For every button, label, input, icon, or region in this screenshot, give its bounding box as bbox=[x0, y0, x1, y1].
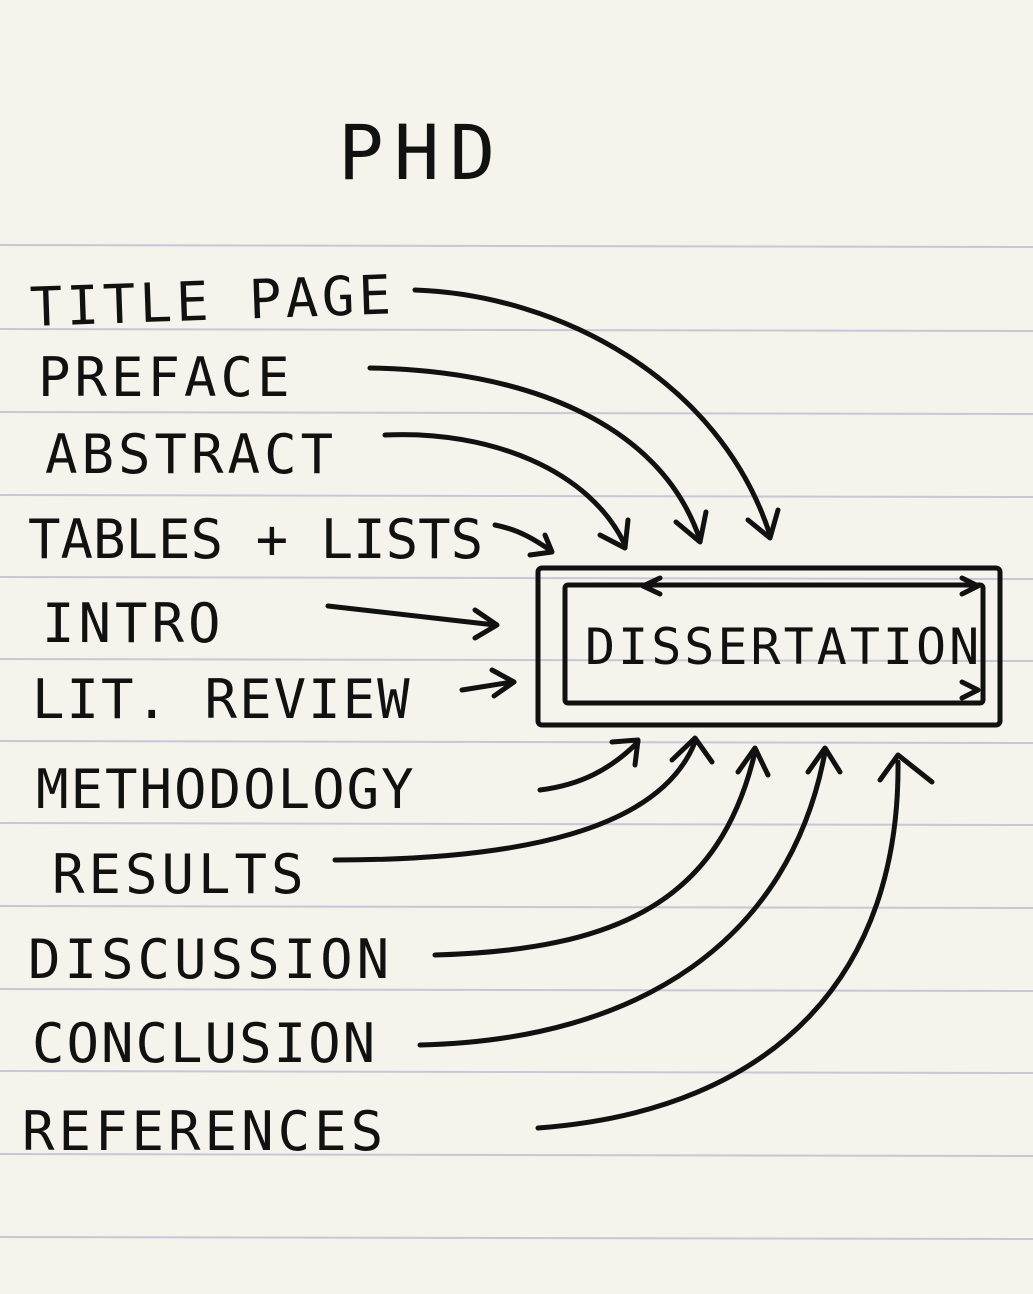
arrowhead-intro bbox=[472, 607, 500, 641]
arrowhead-preface bbox=[673, 509, 709, 545]
dissertation-box-inner bbox=[562, 582, 986, 706]
item-lit-review: LIT. REVIEW bbox=[32, 668, 412, 731]
item-methodology: METHODOLOGY bbox=[36, 758, 416, 821]
arrow-title-page bbox=[412, 287, 773, 538]
arrowhead-title-page bbox=[745, 507, 781, 541]
arrow-intro bbox=[325, 603, 498, 628]
box-inner-arrow-right bbox=[959, 575, 981, 597]
box-inner-arrow-left bbox=[640, 575, 663, 597]
arrowhead-conclusion bbox=[805, 745, 843, 775]
arrow-discussion bbox=[432, 749, 758, 958]
arrowhead-tables-lists bbox=[527, 532, 555, 558]
item-preface: PREFACE bbox=[38, 346, 294, 409]
item-intro: INTRO bbox=[42, 592, 225, 655]
item-tables-lists: TABLES + LISTS bbox=[28, 508, 484, 571]
dissertation-box-outer bbox=[535, 565, 1003, 728]
arrowhead-references bbox=[877, 752, 935, 785]
arrowhead-lit-review bbox=[489, 667, 517, 699]
item-results: RESULTS bbox=[52, 843, 308, 906]
item-abstract: ABSTRACT bbox=[45, 423, 338, 486]
arrowhead-methodology bbox=[609, 737, 641, 768]
item-references: REFERENCES bbox=[22, 1100, 388, 1163]
arrow-abstract bbox=[382, 432, 628, 548]
item-discussion: DISCUSSION bbox=[28, 928, 394, 991]
arrowhead-results bbox=[669, 735, 715, 765]
arrow-conclusion bbox=[417, 749, 828, 1048]
dissertation-label: DISSERTATION bbox=[585, 618, 983, 676]
arrow-results bbox=[332, 739, 698, 863]
arrow-tables-lists bbox=[492, 522, 553, 553]
arrow-references bbox=[535, 759, 901, 1131]
arrowhead-discussion bbox=[735, 745, 771, 778]
arrow-preface bbox=[367, 365, 703, 543]
page-title: PHD bbox=[338, 108, 506, 197]
box-inner-arrow-bottom-right bbox=[959, 679, 981, 701]
arrow-methodology bbox=[537, 739, 641, 793]
arrow-lit-review bbox=[459, 679, 515, 693]
arrowhead-abstract bbox=[597, 517, 631, 551]
item-conclusion: CONCLUSION bbox=[32, 1012, 378, 1075]
